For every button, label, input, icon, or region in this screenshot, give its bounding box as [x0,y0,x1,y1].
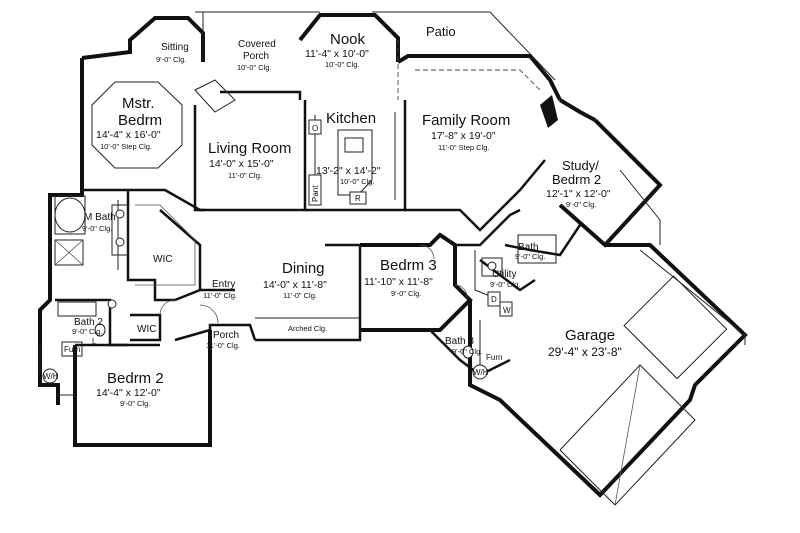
mstr-bedrm-label-1: Mstr. [122,95,155,112]
covered-porch-ceiling: 10'-0" Clg. [237,63,272,72]
bath-right-ceiling: 9'-0" Clg. [515,252,545,261]
kitchen-ceiling: 10'-0" Clg. [340,177,375,186]
garage-dims: 29'-4" x 23'-8" [548,345,622,359]
kitchen-label: Kitchen [326,110,376,127]
wh-label-2: W/H [473,368,489,377]
linen-label: L [92,337,97,346]
study-label-1: Study/ [562,158,599,173]
dining-ceiling: 11'-0" Clg. [283,291,317,300]
wic-small-label: WIC [137,324,156,335]
furnace-label-2: Furn [486,353,502,362]
walls [38,11,748,498]
family-room-label: Family Room [422,112,510,129]
bedrm2-dims: 14'-4" x 12'-0" [96,387,161,399]
wic-master-label: WIC [153,254,172,265]
oven-label: O [312,124,318,133]
bedrm3-ceiling: 9'-0" Clg. [391,289,421,298]
bedrm3-label: Bedrm 3 [380,257,437,274]
nook-label: Nook [330,31,366,48]
utility-ceiling: 9'-0" Clg. [490,280,520,289]
bath3-label: Bath 3 [445,336,474,347]
bath3-ceiling: 9'-0" Clg. [452,347,482,356]
nook-dims: 11'-4" x 10'-0" [305,48,369,60]
study-label-2: Bedrm 2 [552,172,601,187]
sitting-ceiling: 9'-0" Clg. [156,55,186,64]
study-ceiling: 9'-0" Clg. [566,200,596,209]
bath2-label: Bath 2 [74,317,103,328]
dining-dims: 14'-0" x 11'-8" [263,279,327,291]
washer-label: W [503,306,511,315]
m-bath-label: M Bath [84,212,116,223]
living-room-label: Living Room [208,140,291,157]
living-room-ceiling: 11'-0" Clg. [228,171,262,180]
bedrm2-ceiling: 9'-0" Clg. [120,399,150,408]
pantry-label: Pant [311,185,320,202]
kitchen-dims: 13'-2" x 14'-2" [316,165,381,177]
mstr-bedrm-label-2: Bedrm [118,112,162,129]
porch-label: Porch [213,330,239,341]
dining-label: Dining [282,260,325,277]
utility-label: Utility [492,269,516,280]
nook-ceiling: 10'-0" Clg. [325,60,360,69]
living-room-dims: 14'-0" x 15'-0" [209,158,274,170]
dining-arched: Arched Clg. [288,324,327,333]
garage-label: Garage [565,327,615,344]
mstr-bedrm-ceiling: 10'-0" Step Clg. [100,142,152,151]
mstr-bedrm-dims: 14'-4" x 16'-0" [96,129,161,141]
sitting-label: Sitting [161,42,189,53]
patio-label: Patio [426,24,456,39]
m-bath-ceiling: 9'-0" Clg. [82,224,112,233]
room-labels: Patio Sitting 9'-0" Clg. Covered Porch 1… [72,24,622,408]
wh-label: W/H [43,372,59,381]
family-room-dims: 17'-8" x 19'-0" [431,130,496,142]
covered-porch-label-1: Covered [238,39,276,50]
entry-ceiling: 11'-0" Clg. [203,291,237,300]
fixture-labels: Pant R O D W Furn L W/H Furn W/H [43,124,511,381]
bath-right-label: Bath [518,242,539,253]
study-dims: 12'-1" x 12'-0" [546,188,611,200]
covered-porch-label-2: Porch [243,51,269,62]
porch-ceiling: 11'-0" Clg. [206,341,240,350]
bedrm3-dims: 11'-10" x 11'-8" [364,276,433,288]
family-room-ceiling: 11'-0" Step Clg. [438,143,489,152]
dryer-label: D [491,295,497,304]
furnace-label: Furn [64,345,80,354]
bedrm2-label: Bedrm 2 [107,370,164,387]
fridge-label: R [355,194,361,203]
fixtures [39,40,728,506]
bath2-ceiling: 9'-0" Clg. [72,327,102,336]
entry-label: Entry [212,279,235,290]
